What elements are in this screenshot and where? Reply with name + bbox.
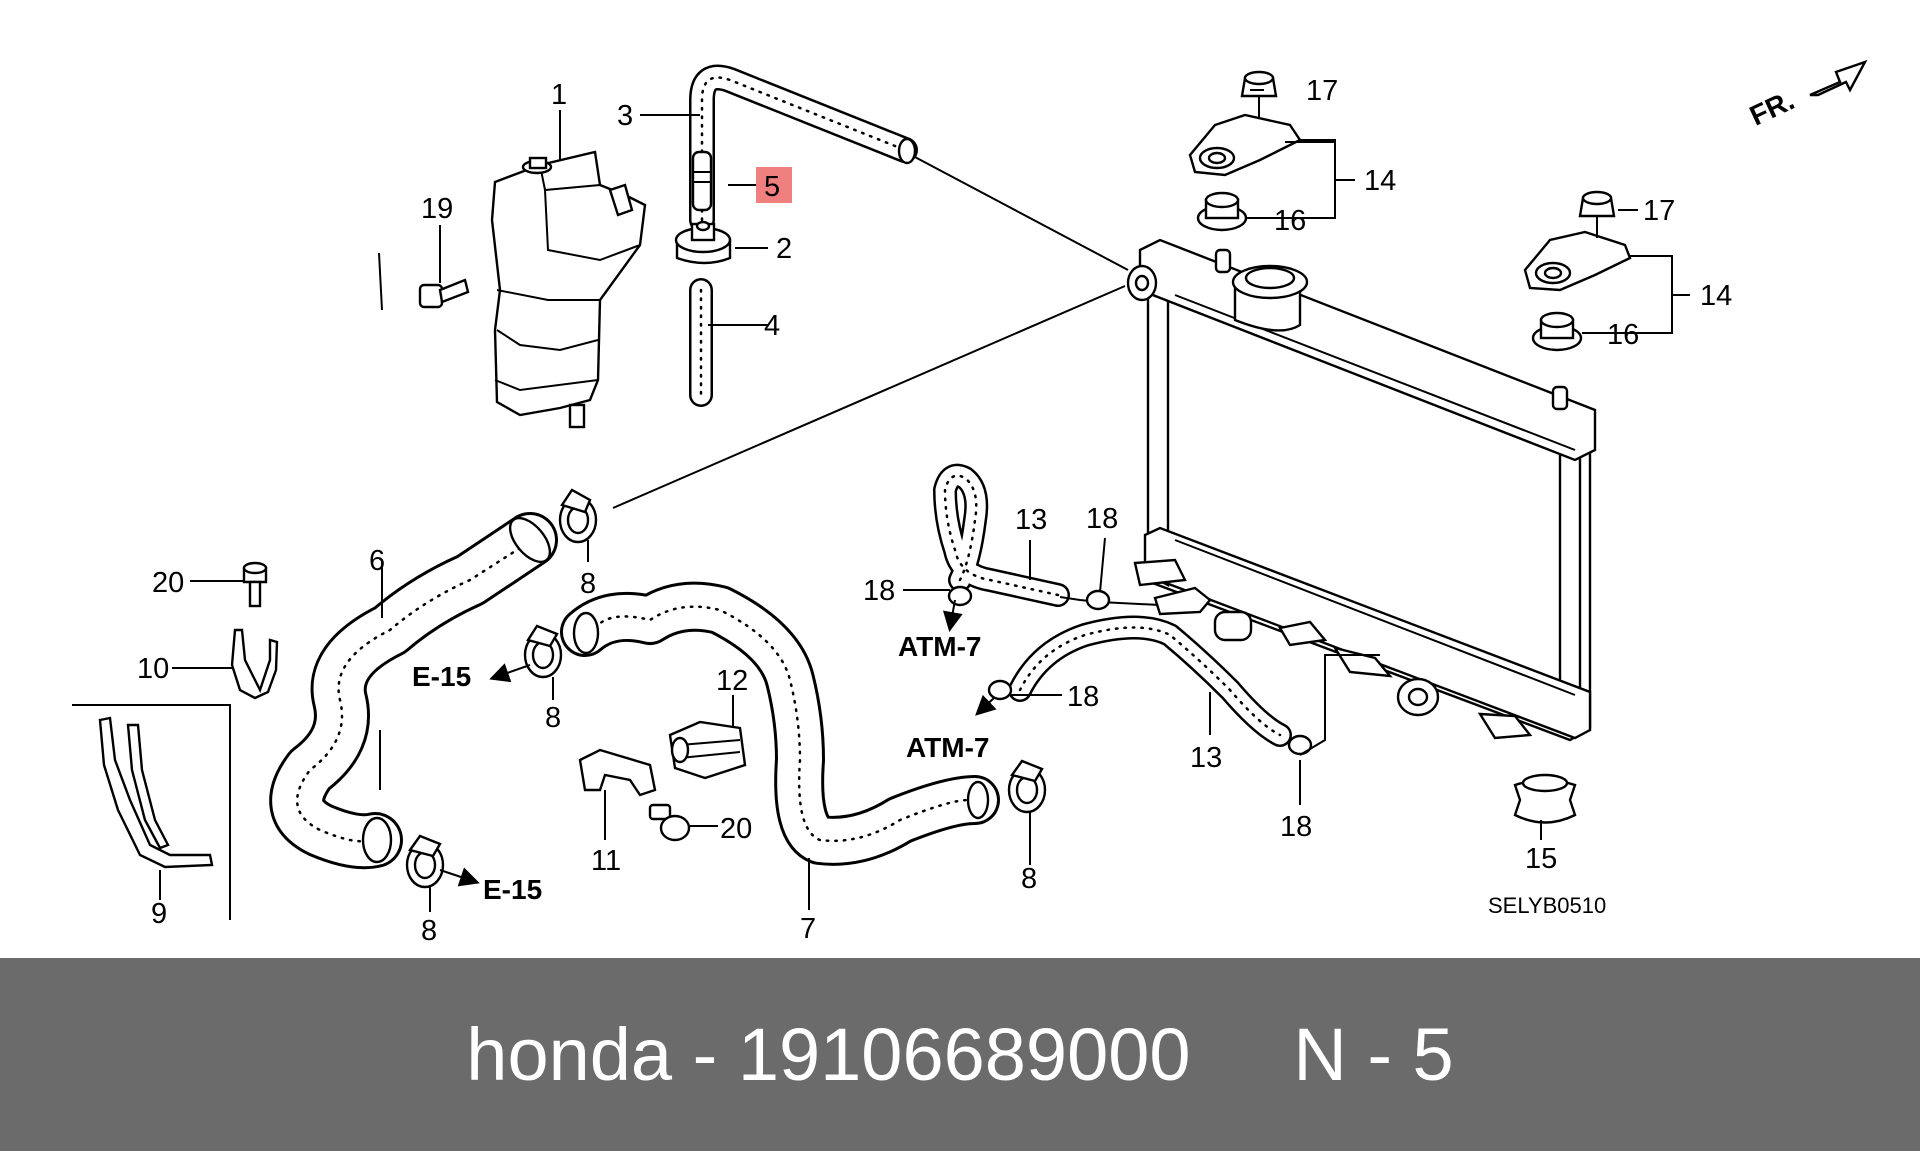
bracket-10 [230,628,279,700]
radiator-cap [1231,264,1309,332]
callout-8-d: 8 [1021,863,1037,895]
reference-e15-b: E-15 [483,874,542,905]
hose-13-upper [933,463,1212,616]
inset-frame [72,704,231,920]
radiator [1126,238,1597,742]
reference-e15-a: E-15 [412,661,471,692]
hose-13-lower [1008,615,1292,747]
callout-8-c: 8 [421,915,437,947]
callout-2: 2 [776,233,792,265]
callout-labels: 1 3 5 2 4 19 6 20 10 9 8 8 8 8 11 12 20 … [137,75,1732,947]
callout-13-a: 13 [1015,504,1047,536]
callout-4: 4 [764,310,780,342]
callout-8-b: 8 [545,702,561,734]
hose-3 [689,64,918,233]
callout-14-a: 14 [1364,165,1396,197]
callout-17-a: 17 [1306,75,1338,107]
bolt-20-a [242,561,268,608]
reserve-tank [490,150,647,429]
callout-15: 15 [1525,843,1557,875]
front-direction-label: FR. [1745,84,1799,131]
callout-10: 10 [137,653,169,685]
hose-clamp-8-b [523,624,563,679]
part-number-caption: honda - 19106689000 N - 5 [466,1013,1454,1096]
callout-13-b: 13 [1190,742,1222,774]
fitting-5 [691,150,713,212]
bolt-19 [418,278,470,309]
front-direction-arrow: FR. [1745,59,1868,132]
callout-3: 3 [617,100,633,132]
bracket-11 [578,748,657,797]
mount-bracket-14-b [1523,230,1632,292]
reference-atm7-b: ATM-7 [906,732,989,763]
callout-12: 12 [716,665,748,697]
callout-7: 7 [800,913,816,945]
hose-6-upper-radiator-hose [269,512,558,870]
callout-16-a: 16 [1274,205,1306,237]
clip-18-c [987,679,1013,701]
callout-18-a: 18 [1086,503,1118,535]
callout-20-b: 20 [720,813,752,845]
callout-8-a: 8 [580,568,596,600]
callout-1: 1 [551,79,567,111]
callout-18-b: 18 [863,575,895,607]
callout-16-b: 16 [1607,319,1639,351]
cushion-15 [1513,773,1577,824]
grommet-16-a [1196,191,1248,232]
mount-bracket-14-a [1188,113,1302,177]
callout-19: 19 [421,193,453,225]
grommet-16-b [1531,311,1583,352]
reference-atm7-a: ATM-7 [898,631,981,662]
bolt-20-b [648,803,691,842]
upper-hose-nozzle [1126,264,1158,302]
hose-clamp-8-a [558,488,598,544]
clip-18-b [1085,589,1111,611]
drawing-code: SELYB0510 [1488,893,1606,918]
hose-clamp-8-d [1007,759,1047,814]
clamp-12 [668,720,747,780]
hose-7-lower-radiator-hose [560,581,1000,866]
callout-9: 9 [151,898,167,930]
callout-5-highlight [756,167,792,203]
radiator-hose-parts-diagram: FR. [72,59,1868,947]
nut-17-a [1240,70,1278,118]
nut-17-b [1578,190,1616,238]
bracket-9 [98,716,214,869]
clip-18-a [947,585,973,607]
callout-14-b: 14 [1700,280,1732,312]
callout-20-a: 20 [152,567,184,599]
callout-5: 5 [764,171,780,203]
section-references: E-15 E-15 ATM-7 ATM-7 [412,631,989,905]
leader-lines [159,89,1690,912]
grommet-2 [674,220,732,265]
callout-18-d: 18 [1280,811,1312,843]
callout-11: 11 [591,845,621,877]
callout-18-c: 18 [1067,681,1099,713]
callout-6: 6 [369,545,385,577]
caption-bar: honda - 19106689000 N - 5 [0,958,1920,1151]
callout-17-b: 17 [1643,195,1675,227]
hose-clamp-8-c [405,834,445,889]
